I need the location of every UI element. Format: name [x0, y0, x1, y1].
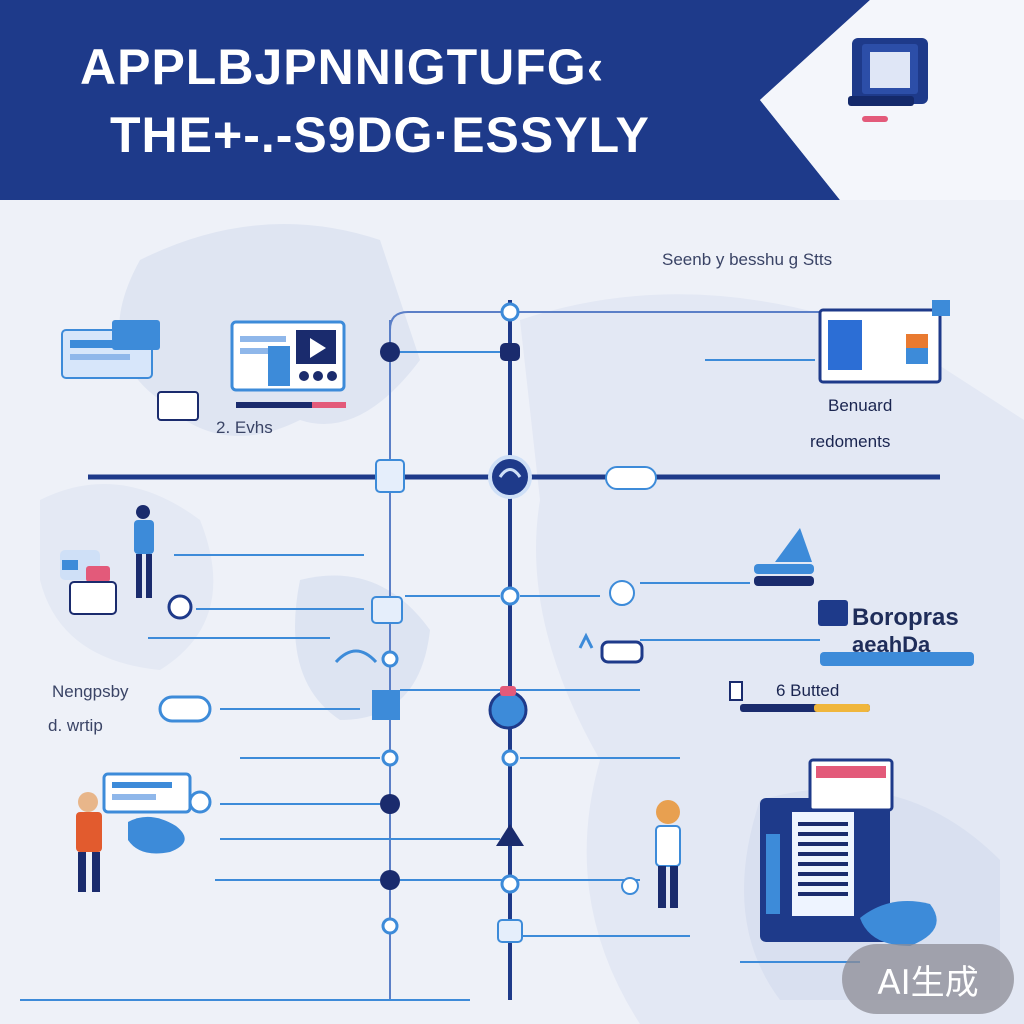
- node: [167, 594, 193, 620]
- label-redoments: redoments: [810, 432, 891, 451]
- node: [380, 794, 400, 814]
- title-line-2: THE+-.-S9DG·ESSYLY: [110, 107, 650, 163]
- label-butted: 6 Butted: [776, 681, 840, 700]
- node: [488, 690, 528, 730]
- person-figure: [621, 800, 681, 908]
- node: [500, 586, 520, 606]
- node: [609, 580, 635, 606]
- node: [500, 343, 520, 361]
- illustration-right: [729, 300, 974, 946]
- ai-generated-badge: AI生成: [842, 944, 1014, 1014]
- label-benuard: Benuard: [828, 396, 893, 415]
- label-wrtip: d. wrtip: [48, 716, 103, 735]
- label-boropras: Boropras: [852, 604, 959, 631]
- node: [381, 749, 399, 767]
- label-nengpsby: Nengpsby: [52, 682, 129, 701]
- node: [600, 640, 644, 664]
- label-top-right: Seenb y besshu g Stts: [662, 250, 833, 269]
- node: [496, 824, 524, 846]
- node: [372, 690, 400, 720]
- node: [371, 596, 403, 624]
- node: [381, 917, 399, 935]
- person-figure: [76, 792, 102, 892]
- label-evhs: 2. Evhs: [216, 418, 273, 437]
- header-banner: [0, 0, 1024, 200]
- node: [375, 459, 405, 493]
- person-figure: [134, 505, 154, 598]
- node: [158, 695, 212, 723]
- label-boropras-sub: aeahDa: [852, 632, 931, 657]
- title-line-1: APPLBJPNNIGTUFG‹: [80, 39, 605, 95]
- node: [380, 870, 400, 890]
- node: [605, 466, 657, 490]
- device-icon: [848, 38, 928, 122]
- node: [381, 650, 399, 668]
- node: [501, 749, 519, 767]
- diagram-nodes: [158, 302, 657, 943]
- illustration-cards: [60, 320, 346, 854]
- node: [380, 342, 400, 362]
- hub-node: [488, 455, 532, 499]
- node: [500, 302, 520, 322]
- node: [500, 874, 520, 894]
- node: [497, 919, 523, 943]
